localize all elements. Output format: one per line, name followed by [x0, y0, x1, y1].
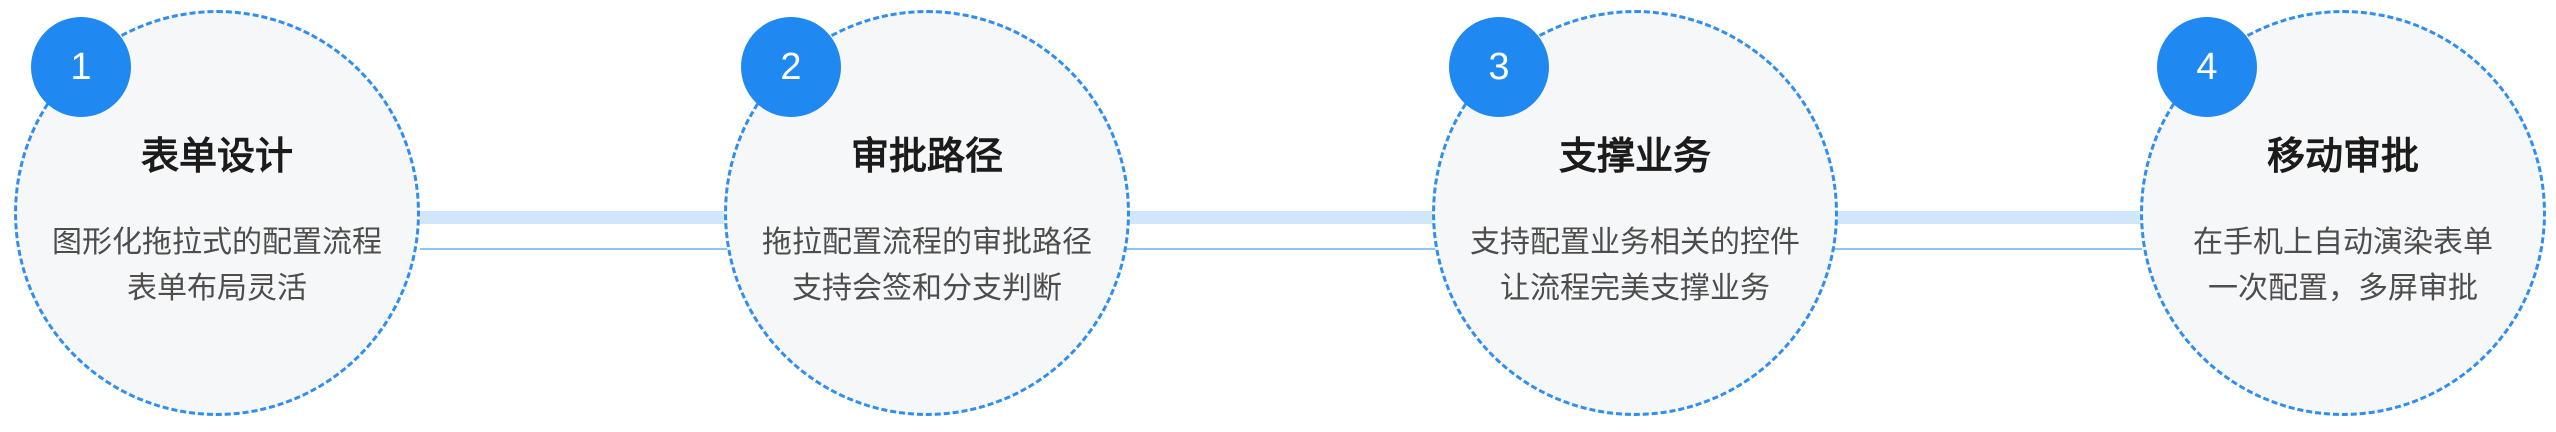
step-title: 表单设计 — [140, 134, 293, 178]
step-number-badge: 4 — [2157, 17, 2257, 117]
connector-band — [420, 211, 2142, 224]
step-title: 移动审批 — [2266, 134, 2419, 178]
step-circle-4: 4 移动审批 在手机上自动演染表单 一次配置，多屏审批 — [2140, 10, 2546, 416]
step-description-line-1: 拖拉配置流程的审批路径 — [762, 225, 1092, 260]
step-description-line-1: 支持配置业务相关的控件 — [1470, 225, 1800, 260]
step-circle-3: 3 支撑业务 支持配置业务相关的控件 让流程完美支撑业务 — [1432, 10, 1838, 416]
step-number-badge: 1 — [31, 17, 131, 117]
step-circle-2: 2 审批路径 拖拉配置流程的审批路径 支持会签和分支判断 — [724, 10, 1130, 416]
step-description-line-2: 支持会签和分支判断 — [792, 271, 1062, 306]
step-description-line-2: 表单布局灵活 — [127, 271, 307, 306]
connector-line — [420, 248, 2142, 250]
step-description-line-1: 图形化拖拉式的配置流程 — [52, 225, 382, 260]
step-title: 支撑业务 — [1558, 134, 1711, 178]
step-circle-1: 1 表单设计 图形化拖拉式的配置流程 表单布局灵活 — [14, 10, 420, 416]
step-description-line-1: 在手机上自动演染表单 — [2193, 225, 2493, 260]
step-description-line-2: 让流程完美支撑业务 — [1500, 271, 1770, 306]
step-number-badge: 3 — [1449, 17, 1549, 117]
step-title: 审批路径 — [850, 134, 1003, 178]
step-number-badge: 2 — [741, 17, 841, 117]
step-description-line-2: 一次配置，多屏审批 — [2208, 271, 2478, 306]
